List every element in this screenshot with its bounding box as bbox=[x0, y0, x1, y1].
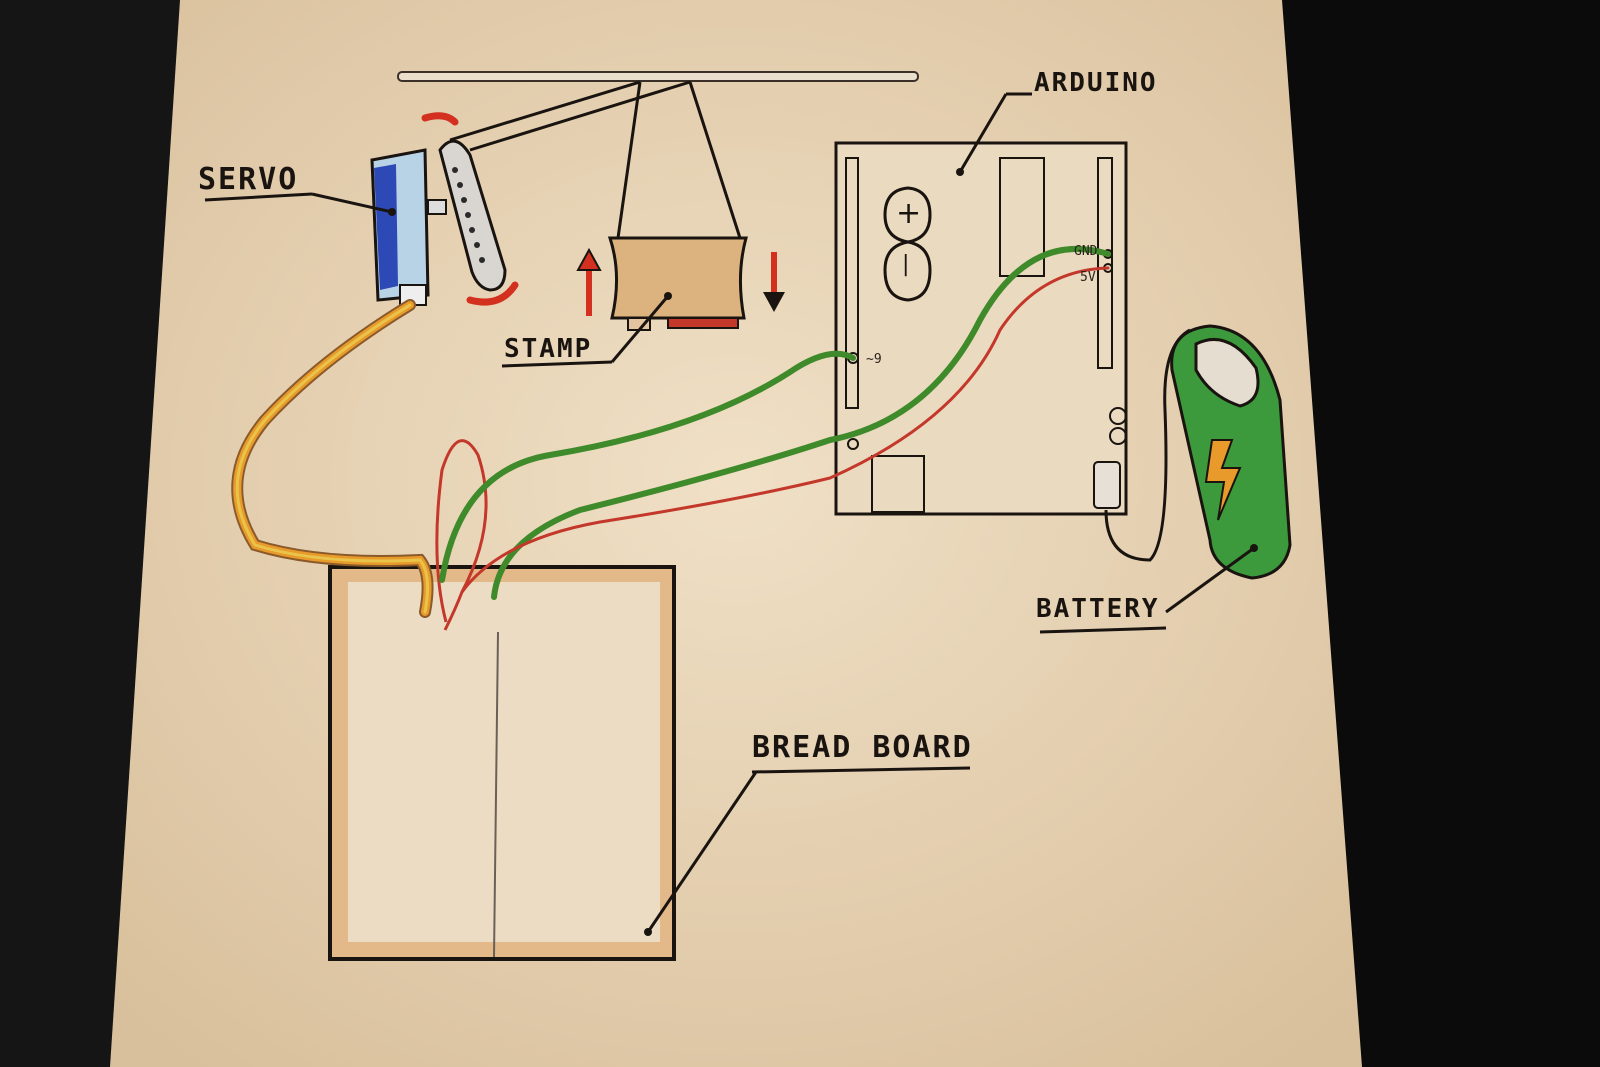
battery-label: BATTERY bbox=[1036, 594, 1160, 624]
stamp-block bbox=[610, 238, 746, 330]
stamp-label: STAMP bbox=[504, 334, 592, 364]
arduino-logo-plus: + bbox=[896, 196, 921, 231]
arduino-board bbox=[836, 143, 1126, 514]
bread-board-label: BREAD BOARD bbox=[752, 730, 973, 765]
paper-sheet bbox=[110, 0, 1362, 1067]
breadboard bbox=[330, 567, 674, 959]
pin9-label: ~9 bbox=[866, 352, 882, 367]
servo-label: SERVO bbox=[198, 162, 298, 197]
five-v-pin-label: 5V bbox=[1080, 270, 1096, 285]
top-rod bbox=[398, 72, 918, 81]
gnd-pin-label: GND bbox=[1074, 244, 1097, 259]
arduino-logo-minus: | bbox=[902, 252, 909, 277]
arduino-label: ARDUINO bbox=[1034, 68, 1158, 98]
